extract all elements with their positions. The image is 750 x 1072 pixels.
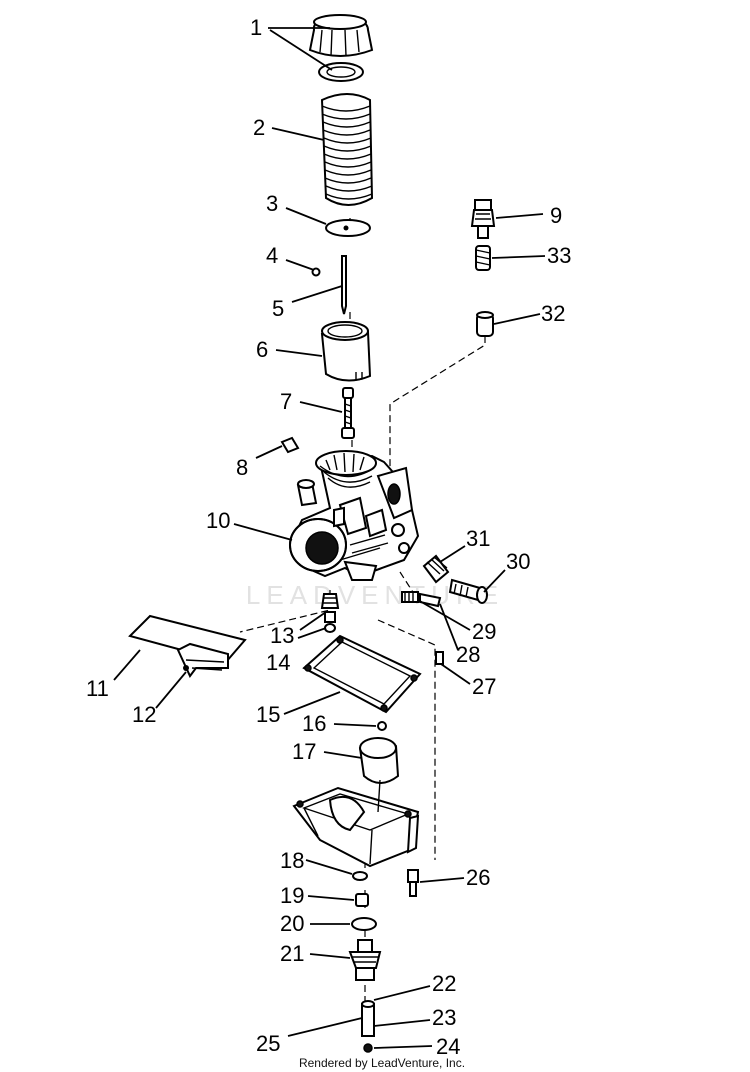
callout-2: 2 [253, 115, 265, 140]
callout-12: 12 [132, 702, 156, 727]
callout-22: 22 [432, 971, 456, 996]
callout-5: 5 [272, 296, 284, 321]
part-bracket-12 [176, 642, 229, 678]
part-screw-7 [341, 387, 355, 439]
callout-10: 10 [206, 508, 230, 533]
part-spring-33 [475, 245, 491, 271]
callout-20: 20 [280, 911, 304, 936]
footer-credit: Rendered by LeadVenture, Inc. [299, 1056, 465, 1070]
part-carburetor-body [288, 450, 420, 581]
part-float-17 [358, 737, 400, 784]
callout-28: 28 [456, 642, 480, 667]
callout-29: 29 [472, 619, 496, 644]
callout-24: 24 [436, 1034, 460, 1059]
part-jet-13 [320, 593, 340, 609]
callout-8: 8 [236, 455, 248, 480]
callout-7: 7 [280, 389, 292, 414]
callout-11: 11 [86, 676, 109, 701]
part-oring-20 [351, 917, 377, 931]
part-plug-21 [348, 939, 382, 981]
part-spring [320, 93, 374, 206]
callout-33: 33 [547, 243, 571, 268]
part-ball-16 [377, 721, 387, 731]
part-screw-27 [435, 651, 444, 665]
callout-30: 30 [506, 549, 530, 574]
callout-26: 26 [466, 865, 490, 890]
callout-25: 25 [256, 1031, 280, 1056]
callout-14: 14 [266, 650, 290, 675]
callout-3: 3 [266, 191, 278, 216]
part-tube-22 [361, 1000, 375, 1037]
part-washer-24 [363, 1043, 373, 1053]
leader-lines [113, 27, 546, 1049]
part-throttle-valve [320, 321, 372, 382]
callouts: 1 2 3 4 5 6 7 8 9 33 32 10 31 30 29 28 1… [86, 15, 571, 1059]
callout-4: 4 [266, 243, 278, 268]
part-plug-8 [280, 436, 300, 454]
part-jet-9 [470, 199, 496, 239]
callout-16: 16 [302, 711, 326, 736]
part-screw-26 [407, 869, 419, 897]
part-float-bowl [292, 779, 420, 868]
callout-17: 17 [292, 739, 316, 764]
callout-1: 1 [250, 15, 262, 40]
callout-9: 9 [550, 203, 562, 228]
part-cap [308, 14, 374, 82]
part-holder-32 [476, 311, 494, 337]
part-spring-29 [401, 591, 419, 603]
callout-27: 27 [472, 674, 496, 699]
part-washer-18 [352, 871, 368, 881]
callout-6: 6 [256, 337, 268, 362]
callout-18: 18 [280, 848, 304, 873]
callout-31: 31 [466, 526, 490, 551]
callout-19: 19 [280, 883, 304, 908]
callout-21: 21 [280, 941, 304, 966]
part-clip-plate [325, 219, 371, 237]
callout-15: 15 [256, 702, 280, 727]
part-jet-14 [324, 611, 336, 633]
callout-23: 23 [432, 1005, 456, 1030]
part-e-clip [311, 267, 321, 277]
part-needle [341, 255, 347, 315]
callout-13: 13 [270, 623, 294, 648]
part-nut-19 [355, 893, 369, 907]
callout-32: 32 [541, 301, 565, 326]
part-gasket-15 [302, 634, 422, 714]
part-spring-31 [422, 554, 450, 584]
